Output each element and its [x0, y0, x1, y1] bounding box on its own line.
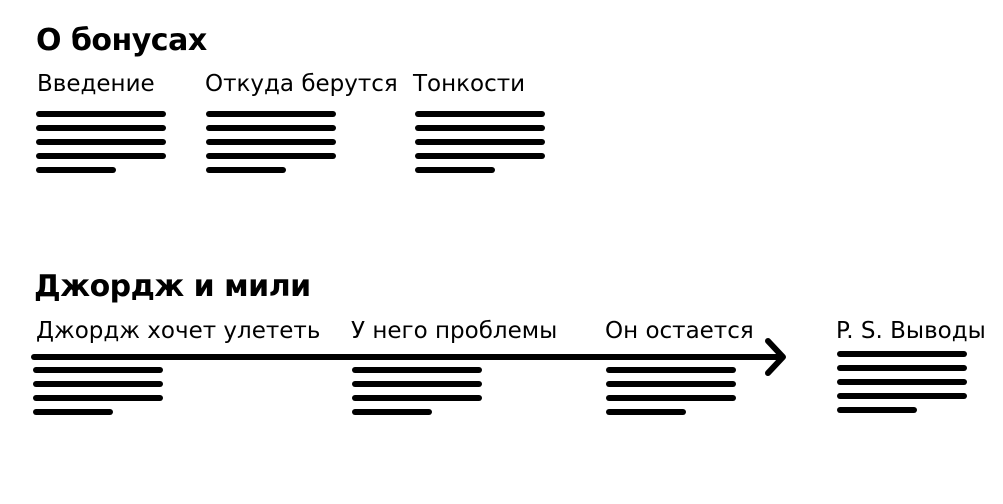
text-placeholder-stays [606, 367, 736, 423]
placeholder-line [206, 111, 336, 117]
placeholder-line [36, 125, 166, 131]
text-placeholder-origin [206, 111, 336, 181]
column-label-problems: У него проблемы [351, 318, 558, 344]
placeholder-line [33, 395, 163, 401]
text-placeholder-conclusions [837, 351, 967, 421]
placeholder-line [33, 409, 113, 415]
placeholder-line [415, 167, 495, 173]
placeholder-line [36, 139, 166, 145]
placeholder-line [352, 381, 482, 387]
placeholder-line [206, 167, 286, 173]
placeholder-line [206, 139, 336, 145]
arrowhead-icon [765, 338, 786, 376]
placeholder-line [36, 167, 116, 173]
column-label-conclusions: P. S. Выводы [836, 318, 986, 344]
text-placeholder-wants-to-fly [33, 367, 163, 423]
placeholder-line [837, 407, 917, 413]
placeholder-line [415, 139, 545, 145]
section-title-george: Джордж и мили [34, 269, 311, 304]
placeholder-line [606, 409, 686, 415]
placeholder-line [352, 367, 482, 373]
placeholder-line [415, 153, 545, 159]
placeholder-line [837, 351, 967, 357]
placeholder-line [36, 111, 166, 117]
column-label-stays: Он остается [605, 318, 754, 344]
text-placeholder-subtleties [415, 111, 545, 181]
column-label-wants-to-fly: Джордж хочет улететь [36, 318, 321, 344]
placeholder-line [606, 381, 736, 387]
placeholder-line [36, 153, 166, 159]
column-label-subtleties: Тонкости [413, 71, 526, 97]
placeholder-line [33, 367, 163, 373]
text-placeholder-problems [352, 367, 482, 423]
placeholder-line [837, 379, 967, 385]
placeholder-line [606, 395, 736, 401]
placeholder-line [352, 395, 482, 401]
placeholder-line [206, 125, 336, 131]
section-title-bonuses: О бонусах [36, 23, 207, 58]
placeholder-line [606, 367, 736, 373]
placeholder-line [352, 409, 432, 415]
text-placeholder-intro [36, 111, 166, 181]
column-label-intro: Введение [37, 71, 155, 97]
placeholder-line [206, 153, 336, 159]
placeholder-line [837, 365, 967, 371]
placeholder-line [415, 125, 545, 131]
placeholder-line [415, 111, 545, 117]
column-label-origin: Откуда берутся [205, 71, 398, 97]
placeholder-line [837, 393, 967, 399]
placeholder-line [33, 381, 163, 387]
